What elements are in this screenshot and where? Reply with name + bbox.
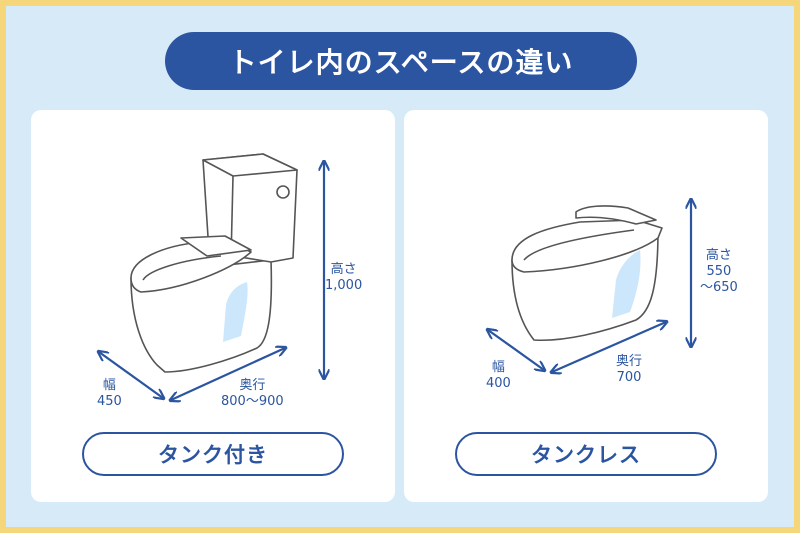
panel-tankless-toilet: 高さ 550 〜650 幅 400 奥行 700 タンクレス (404, 110, 768, 502)
depth-label: 奥行 (239, 378, 266, 393)
height-value-line2: 〜650 (700, 280, 738, 295)
toilet-highlight (612, 250, 641, 318)
height-label: 高さ (705, 248, 732, 263)
depth-value: 800〜900 (221, 394, 284, 409)
tank-toilet-label: タンク付き (82, 432, 344, 476)
page-title: トイレ内のスペースの違い (165, 32, 637, 90)
height-label: 高さ (330, 262, 357, 277)
depth-label: 奥行 (616, 354, 643, 369)
width-label: 幅 (102, 378, 116, 393)
panel-tank-toilet: 高さ 1,000 幅 450 奥行 800〜900 タンク付き (31, 110, 395, 502)
depth-arrow (171, 348, 285, 400)
depth-value: 700 (616, 370, 642, 385)
width-value: 450 (97, 394, 122, 409)
width-arrow (99, 352, 163, 398)
width-dimension: 幅 450 (97, 378, 122, 410)
toilet-seat-icon (511, 219, 663, 273)
width-dimension: 幅 400 (486, 360, 511, 392)
height-value-line1: 550 (706, 264, 732, 279)
depth-dimension: 奥行 700 (616, 354, 642, 386)
width-value: 400 (486, 376, 511, 391)
toilet-highlight (223, 282, 248, 342)
depth-arrow (552, 322, 666, 372)
diagram-canvas: トイレ内のスペースの違い (6, 6, 794, 527)
width-arrow (488, 330, 544, 370)
tankless-toilet-label: タンクレス (455, 432, 717, 476)
tankless-toilet-illustration (404, 110, 768, 502)
flush-handle-icon (276, 185, 290, 199)
width-label: 幅 (491, 360, 505, 375)
depth-dimension: 奥行 800〜900 (221, 378, 284, 410)
height-dimension: 高さ 550 〜650 (700, 248, 738, 296)
tank-toilet-illustration (31, 153, 395, 502)
height-value: 1,000 (325, 278, 363, 293)
height-dimension: 高さ 1,000 (325, 262, 362, 294)
